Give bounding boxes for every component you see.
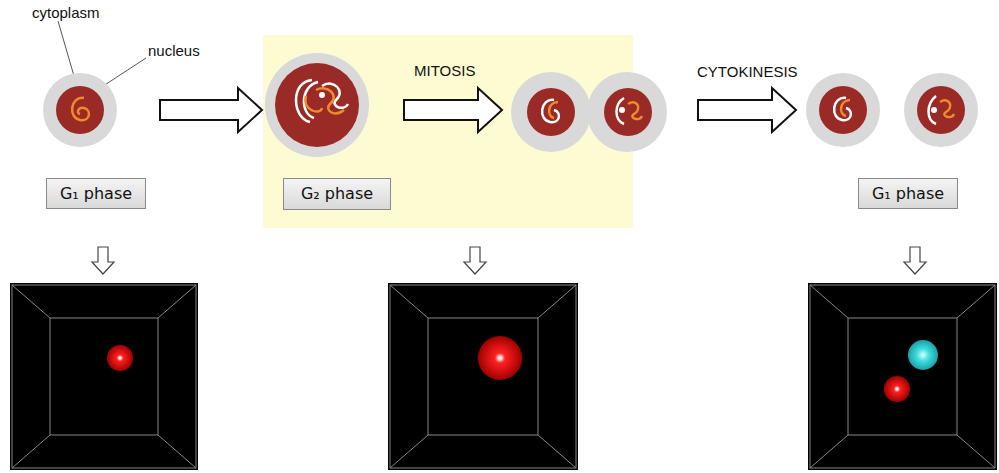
leader-line [58, 21, 74, 76]
cell [806, 73, 978, 147]
dividing-cell [511, 72, 667, 152]
process-label: MITOSIS [414, 62, 475, 80]
phase-box: G₂ phase [283, 178, 391, 210]
phase-box: G₁ phase [858, 178, 958, 209]
part-label: cytoplasm [32, 4, 100, 22]
part-label: nucleus [148, 42, 200, 60]
down-arrow [92, 247, 926, 274]
phase-label: G₁ phase [47, 184, 145, 204]
process-label: CYTOKINESIS [697, 63, 798, 81]
process-arrow [160, 88, 796, 132]
phase-label: G₁ phase [859, 184, 957, 204]
phase-label: G₂ phase [284, 184, 390, 204]
render-panel [10, 283, 198, 470]
phase-box: G₁ phase [46, 178, 146, 209]
cell [265, 53, 369, 157]
render-panel [388, 283, 578, 470]
cell [43, 73, 117, 147]
highlight-panel [263, 35, 633, 228]
render-panel [808, 283, 997, 470]
